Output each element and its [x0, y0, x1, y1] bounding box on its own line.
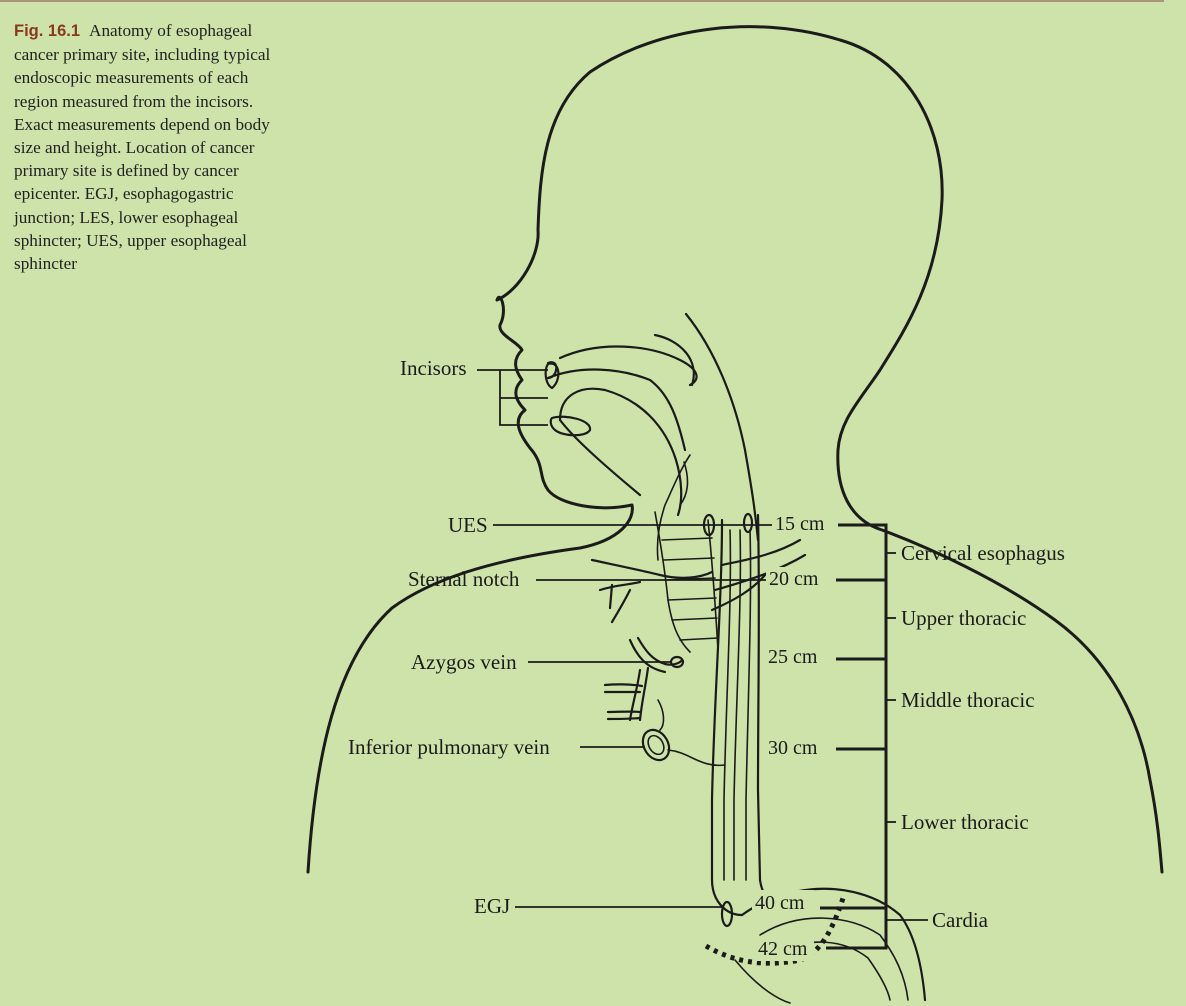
region-cardia: Cardia [932, 908, 989, 932]
tongue [558, 387, 683, 517]
top-rule [0, 0, 1164, 2]
measurement-40cm: 40 cm [755, 892, 805, 914]
measurement-15cm: 15 cm [775, 513, 825, 535]
label-sternal-notch: Sternal notch [408, 567, 520, 591]
trachea [654, 511, 719, 653]
leader-lines [477, 369, 775, 908]
palate [546, 333, 695, 387]
measurement-scale [820, 523, 928, 950]
measurement-30cm: 30 cm [768, 737, 818, 759]
lower-jaw [558, 418, 642, 497]
region-cervical-esophagus: Cervical esophagus [901, 541, 1065, 565]
nasal-cavity [546, 345, 698, 452]
region-middle-thoracic: Middle thoracic [901, 688, 1035, 712]
region-lower-thoracic: Lower thoracic [901, 810, 1029, 834]
neck-back-line [684, 312, 760, 542]
pulmonary-vein-drawing [641, 699, 726, 767]
measurement-42cm: 42 cm [758, 938, 808, 960]
region-labels: Cervical esophagus Upper thoracic Middle… [886, 541, 1065, 932]
caption-text: Anatomy of esophageal cancer primary sit… [14, 21, 271, 274]
label-ues: UES [448, 513, 488, 537]
figure-label: Fig. 16.1 [14, 22, 81, 40]
region-upper-thoracic: Upper thoracic [901, 606, 1026, 630]
larynx [656, 454, 691, 561]
measurement-20cm: 20 cm [769, 568, 819, 590]
measurement-labels: 15 cm 20 cm 25 cm 30 cm 40 cm 42 cm [752, 512, 834, 961]
egj-sphincter [720, 900, 734, 928]
right-clavicle [710, 538, 807, 612]
label-egj: EGJ [474, 894, 510, 918]
label-azygos-vein: Azygos vein [411, 650, 517, 674]
label-incisors: Incisors [400, 356, 467, 380]
clavicle [590, 558, 714, 624]
azygos-vein-drawing [603, 636, 685, 722]
label-inferior-pulmonary-vein: Inferior pulmonary vein [348, 735, 550, 759]
measurement-25cm: 25 cm [768, 646, 818, 668]
